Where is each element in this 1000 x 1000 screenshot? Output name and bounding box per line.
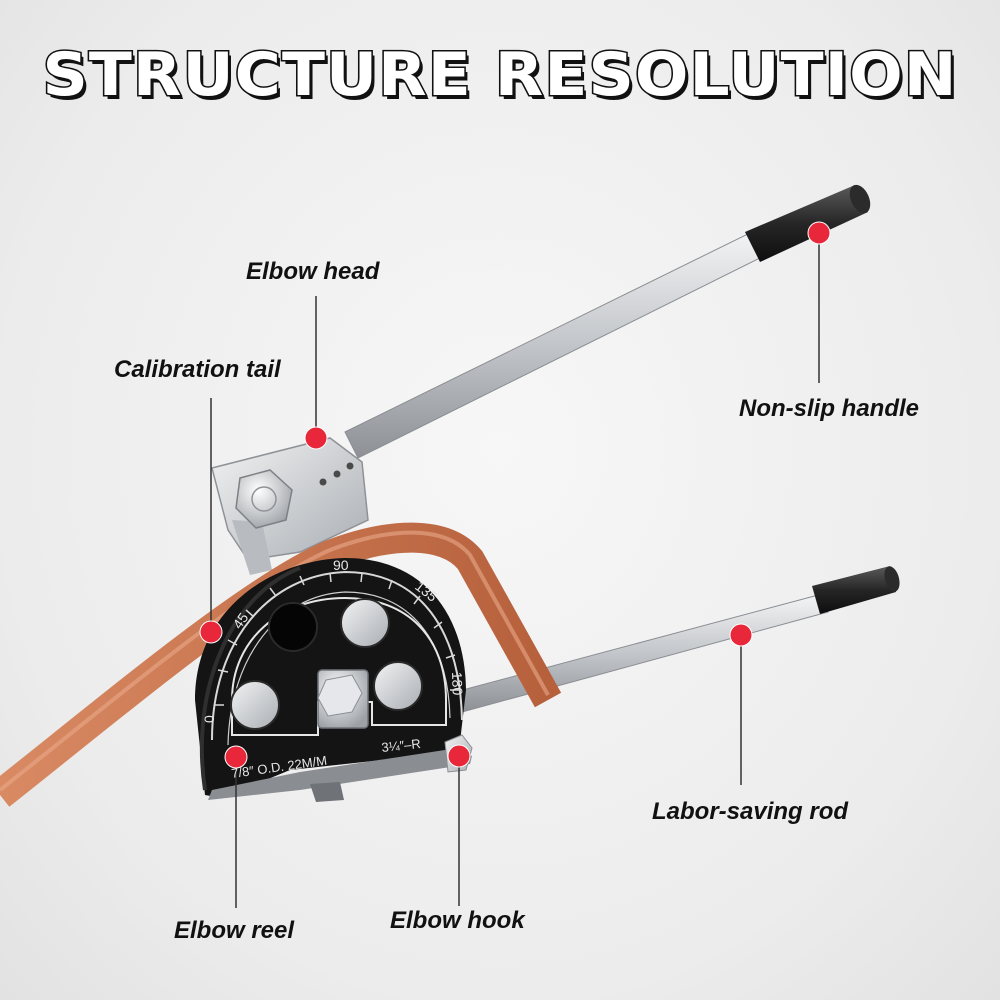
- page-title: STRUCTURE RESOLUTION: [41, 39, 958, 112]
- dial-mark-180: 180: [449, 672, 466, 696]
- elbow-head-bracket: [211, 437, 369, 575]
- upper-handle-arm: [344, 184, 871, 459]
- label-non-slip-handle: Non-slip handle: [739, 395, 919, 422]
- dial-mark-90: 90: [333, 557, 349, 573]
- marker-calibration-tail: [199, 620, 223, 644]
- label-elbow-head: Elbow head: [246, 258, 380, 285]
- marker-non-slip-handle: [807, 221, 831, 245]
- dial-mark-0: 0: [201, 715, 217, 723]
- label-elbow-hook: Elbow hook: [390, 907, 525, 934]
- marker-elbow-hook: [447, 744, 471, 768]
- marker-elbow-head: [304, 426, 328, 450]
- label-calibration-tail: Calibration tail: [114, 356, 281, 383]
- label-labor-saving-rod: Labor-saving rod: [652, 798, 849, 825]
- label-elbow-reel: Elbow reel: [174, 917, 295, 944]
- dial-radius-text: 3¼″–R: [381, 736, 422, 755]
- marker-labor-saving-rod: [729, 623, 753, 647]
- elbow-reel-die: [195, 558, 472, 802]
- marker-elbow-reel: [224, 745, 248, 769]
- callout-lines: [210, 233, 820, 908]
